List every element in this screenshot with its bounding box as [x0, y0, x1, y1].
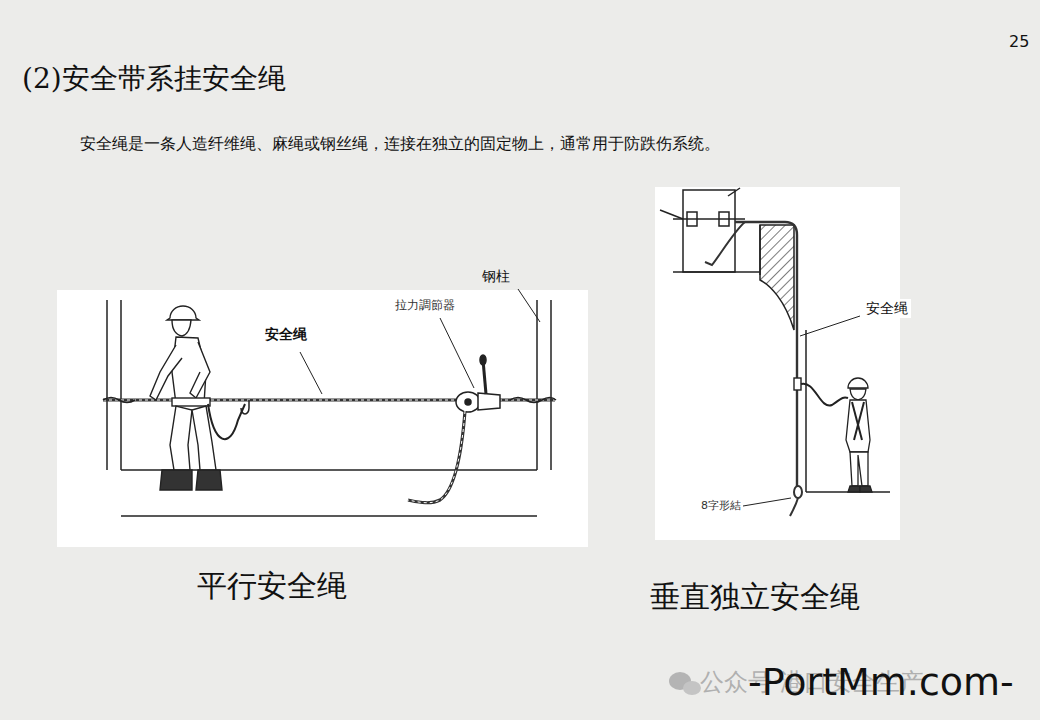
rope-tail	[408, 411, 465, 503]
part-label: 8字形結	[701, 499, 741, 512]
hook	[241, 400, 249, 414]
illustration-panel: 安全绳拉力調節器钢柱平行安全绳	[57, 290, 588, 547]
worker-figure	[150, 306, 222, 490]
rope	[735, 222, 797, 486]
figure-caption: 垂直独立安全绳	[650, 579, 860, 615]
figure-eight-knot	[790, 486, 802, 516]
lanyard	[208, 404, 245, 439]
page-number: 25	[1009, 32, 1029, 51]
wechat-icon	[669, 672, 701, 695]
leader-line	[743, 316, 860, 506]
illustration-panel: 安全绳8字形結垂直独立安全绳	[655, 187, 900, 540]
floor-line	[121, 470, 537, 516]
wall-line	[806, 330, 890, 492]
lanyard	[801, 384, 848, 406]
rope-grab	[794, 378, 801, 390]
structure	[660, 188, 794, 330]
slide-title: (2)安全带系挂安全绳	[22, 62, 286, 96]
part-label: 安全绳	[863, 299, 911, 318]
worker-figure	[846, 378, 872, 492]
anchor-sling	[705, 222, 745, 265]
watermark: -PortMm.com-	[748, 660, 1014, 706]
description-text: 安全绳是一条人造纤维绳、麻绳或钢丝绳，连接在独立的固定物上，通常用于防跌伤系统。	[80, 134, 720, 153]
part-label: 安全绳	[265, 326, 307, 343]
part-label: 钢柱	[482, 268, 510, 285]
leader-line	[300, 289, 540, 394]
panel-ground	[655, 187, 900, 540]
figure-caption: 平行安全绳	[197, 568, 347, 604]
part-label: 拉力調節器	[395, 298, 455, 312]
panel-ground	[57, 290, 588, 547]
steel-column	[107, 300, 551, 470]
rope-tail	[408, 411, 465, 503]
